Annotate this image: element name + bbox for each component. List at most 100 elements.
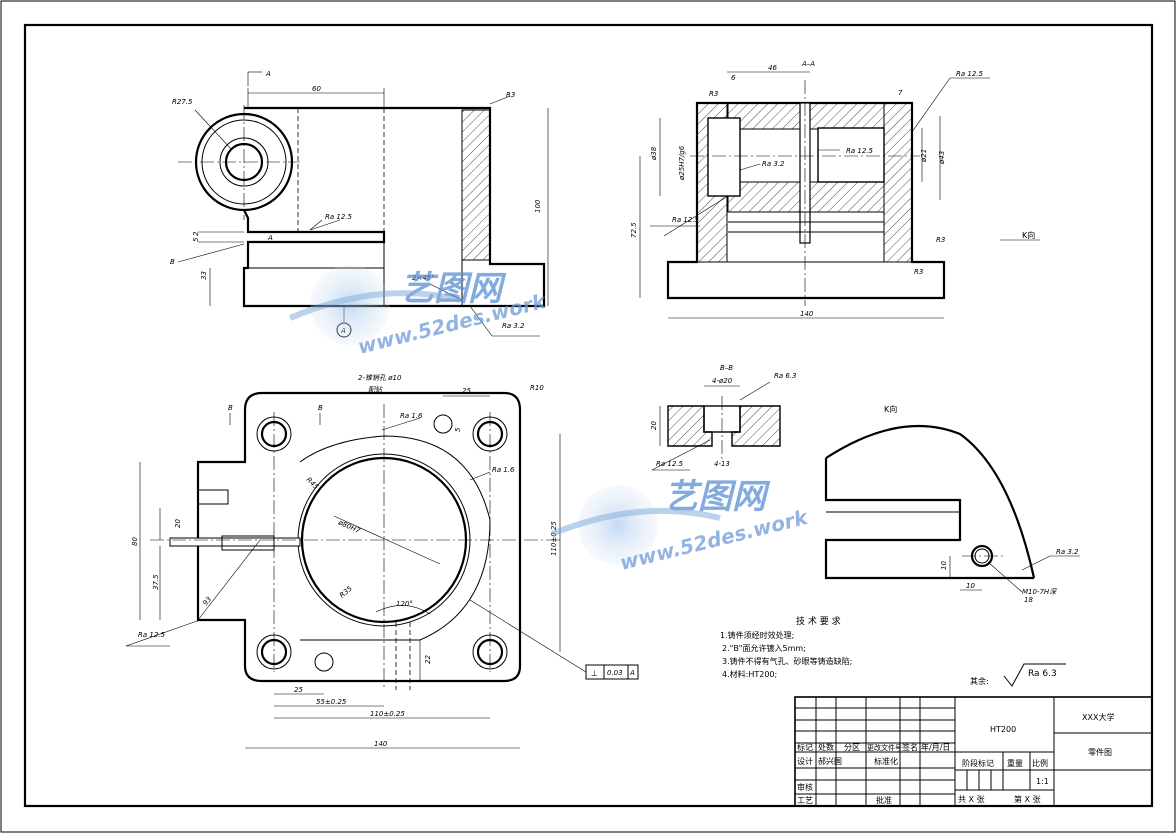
chamfer-2x45: 2×45° — [412, 274, 435, 282]
header-mark: 标记 — [797, 742, 813, 752]
header-sign: 签名 — [902, 742, 918, 752]
standardization-label: 标准化 — [874, 756, 898, 766]
dim-20: 20 — [174, 519, 182, 528]
designer-name: 郝兴国 — [818, 756, 842, 766]
process-label: 工艺 — [797, 796, 813, 805]
rest-roughness-value: Ra 6.3 — [1028, 669, 1057, 679]
dim-20-bb: 20 — [650, 421, 658, 430]
dim-d43: ø43 — [938, 151, 946, 165]
angle-120: 120° — [396, 600, 413, 608]
rest-roughness-label: 其余: — [970, 676, 989, 686]
radius-r27-5: R27.5 — [172, 98, 193, 106]
dim-33: 33 — [200, 271, 208, 280]
requirement-4: 4.材料:HT200; — [722, 669, 777, 679]
dim-110: 110±0.25 — [370, 710, 405, 718]
pin-hole-note-2: 配钻 — [368, 386, 383, 394]
radius-r3-a: R3 — [709, 90, 718, 98]
requirement-3: 3.铸件不得有气孔、砂眼等铸造缺陷; — [722, 656, 852, 666]
top-view: B B 2-锥销孔 ø10 配钻 25 R10 Ra 1.6 Ra 1.6 5 … — [125, 374, 639, 749]
radius-r45: R45 — [305, 476, 321, 492]
dim-d25: ø25H7/g6 — [678, 145, 686, 181]
k-view-title: K向 — [884, 404, 897, 414]
header-change-doc: 更改文件号 — [867, 743, 902, 752]
title-block: HT200 XXX大学 零件图 标记 处数 分区 更改文件号 签名 年/月/日 … — [794, 696, 1153, 807]
dim-2: 2 — [192, 231, 200, 236]
tolerance-value: 0.03 — [607, 669, 623, 677]
radius-r10: R10 — [530, 384, 544, 392]
dim-7: 7 — [898, 89, 903, 97]
tolerance-ref: A — [629, 669, 635, 677]
dim-5-top: 5 — [454, 427, 462, 432]
pin-hole-note: 2-锥销孔 ø10 — [358, 374, 402, 382]
dim-100: 100 — [534, 199, 542, 213]
dim-110-right: 110±0.25 — [550, 521, 558, 556]
dim-22: 22 — [424, 655, 432, 664]
roughness-1-6-a: Ra 1.6 — [400, 412, 423, 420]
roughness-3-2: Ra 3.2 — [502, 322, 525, 330]
dim-5: 5 — [192, 237, 200, 242]
watermark-1-name: 艺图网 — [400, 269, 507, 309]
dim-37-5: 37.5 — [152, 574, 160, 590]
stage-mark-label: 阶段标记 — [962, 758, 994, 768]
tolerance-frame — [585, 664, 639, 680]
header-count: 处数 — [818, 742, 834, 752]
dim-6: 6 — [731, 74, 736, 82]
roughness-3-2-aa: Ra 3.2 — [762, 160, 785, 168]
roughness-12-5-top: Ra 12.5 — [138, 631, 166, 639]
dim-25-bottom: 25 — [294, 686, 303, 694]
scale-label: 比例 — [1032, 758, 1048, 768]
material-cell: HT200 — [990, 725, 1016, 734]
dim-72-5: 72.5 — [630, 222, 638, 238]
thread-4-13: 4-13 — [714, 460, 730, 468]
dim-55: 55±0.25 — [316, 698, 347, 706]
technical-requirements: 技 术 要 求 1.铸件须经时效处理; 2."B"面允许镀入5mm; 3.铸件不… — [720, 615, 1066, 687]
requirement-1: 1.铸件须经时效处理; — [720, 630, 794, 640]
dim-60: 60 — [312, 85, 321, 93]
dim-46: 46 — [768, 64, 777, 72]
k-view: K向 10 10 Ra 3.2 M10-7H深 18 — [824, 404, 1080, 604]
dim-10-k-b: 10 — [966, 582, 975, 590]
header-zone: 分区 — [844, 743, 860, 752]
roughness-b-12-5: Ra 12.5 — [846, 147, 874, 155]
tapped-depth: 18 — [1024, 596, 1033, 604]
dim-d21: ø21 — [920, 149, 928, 163]
drawing-frame — [23, 23, 1154, 808]
requirement-2: 2."B"面允许镀入5mm; — [722, 643, 806, 653]
roughness-a-12-5: Ra 12.5 — [956, 70, 984, 78]
radius-r3-b: R3 — [936, 236, 945, 244]
face-b-label: B — [170, 258, 175, 266]
drawing-name-cell: 零件图 — [1088, 747, 1112, 757]
tolerance-symbol: ⊥ — [591, 669, 598, 678]
roughness-c-12-5: Ra 12.5 — [672, 216, 700, 224]
section-mark-b2: B — [318, 404, 323, 412]
section-bb-view: B–B 4-ø20 20 Ra 6.3 Ra 12.5 4-13 — [650, 364, 797, 471]
k-direction-label: K向 — [1022, 230, 1035, 240]
front-view: A 60 R27.5 R3 100 Ra 12.5 5 2 A B 33 — [170, 70, 549, 338]
section-aa-title: A–A — [801, 60, 815, 68]
radius-r3-c: R3 — [914, 268, 923, 276]
datum-a-label: A — [267, 234, 273, 242]
section-aa-view: A–A 46 6 7 72.5 140 ø38 ø25H7/g6 ø21 ø43… — [630, 60, 1040, 319]
sheet-number: 第 X 张 — [1014, 794, 1041, 804]
approve-label: 批准 — [876, 795, 892, 805]
dim-25-top: 25 — [462, 387, 471, 395]
header-date: 年/月/日 — [921, 742, 950, 752]
dim-80: 80 — [131, 537, 139, 546]
school-cell: XXX大学 — [1082, 712, 1114, 722]
roughness-1-6-b: Ra 1.6 — [492, 466, 515, 474]
dim-10-k-a: 10 — [940, 561, 948, 570]
radius-r35: R35 — [338, 584, 354, 599]
section-mark-a: A — [265, 70, 271, 78]
watermark-2-name: 艺图网 — [664, 477, 771, 517]
dim-d38: ø38 — [650, 146, 658, 161]
roughness-6-3: Ra 6.3 — [774, 372, 797, 380]
requirements-title: 技 术 要 求 — [796, 615, 841, 627]
section-mark-b1: B — [228, 404, 233, 412]
sheet-total: 共 X 张 — [958, 795, 985, 804]
dim-140-side: 140 — [800, 310, 814, 318]
dia-main: ø80H7 — [336, 518, 362, 535]
section-bb-title: B–B — [720, 364, 733, 372]
roughness-12-5: Ra 12.5 — [325, 213, 353, 221]
